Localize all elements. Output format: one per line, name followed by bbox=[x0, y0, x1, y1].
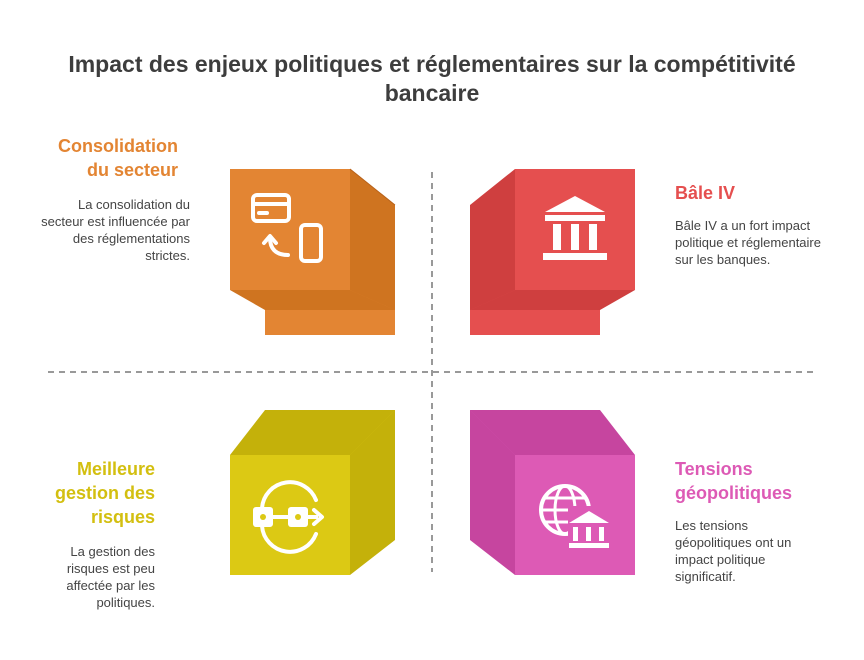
globe-bank-icon bbox=[539, 484, 610, 550]
bank-building-icon bbox=[543, 196, 607, 260]
card-phone-transfer-icon bbox=[251, 193, 323, 263]
risk-flow-icon bbox=[253, 480, 324, 554]
bale-cube bbox=[470, 169, 635, 335]
consolidation-heading: Consolidation du secteur bbox=[58, 136, 178, 180]
tensions-description: Les tensions géopolitiques ont un impact… bbox=[675, 518, 792, 584]
page-title: Impact des enjeux politiques et réglemen… bbox=[68, 51, 796, 106]
risques-description: La gestion des risques est peu affectée … bbox=[66, 544, 155, 610]
bale-description: Bâle IV a un fort impact politique et ré… bbox=[675, 218, 821, 267]
consolidation-cube bbox=[230, 168, 396, 335]
tensions-heading: Tensions géopolitiques bbox=[675, 459, 792, 503]
bale-heading: Bâle IV bbox=[675, 183, 736, 203]
risques-heading: Meilleure gestion des risques bbox=[54, 459, 155, 527]
tensions-cube bbox=[470, 410, 635, 575]
consolidation-description: La consolidation du secteur est influenc… bbox=[41, 197, 190, 263]
